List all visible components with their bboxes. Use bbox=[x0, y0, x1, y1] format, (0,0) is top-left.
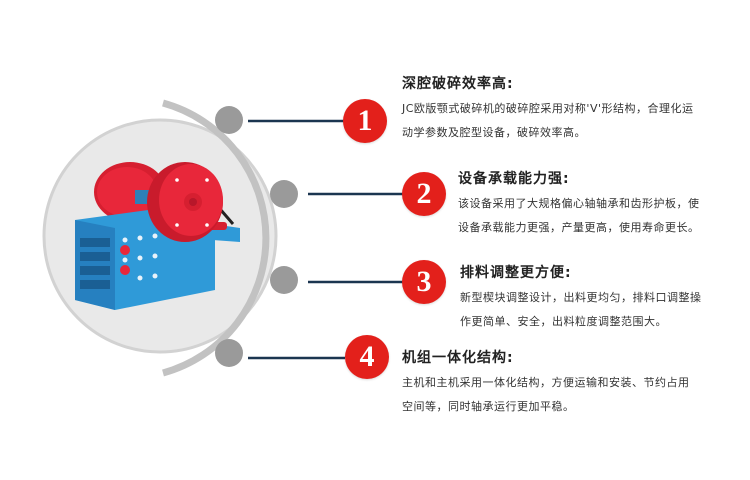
feature-description: 主机和主机采用一体化结构，方便运输和安装、节约占用 空间等，同时轴承运行更加平稳… bbox=[402, 371, 690, 419]
feature-description: JC欧版颚式破碎机的破碎腔采用对称'V'形结构，合理化运 动学参数及腔型设备，破… bbox=[402, 97, 694, 145]
feature-block-3: 排料调整更方便: 新型楔块调整设计，出料更均匀，排料口调整操 作更简单、安全，出… bbox=[460, 264, 702, 334]
feature-description-line: 空间等，同时轴承运行更加平稳。 bbox=[402, 400, 575, 413]
feature-description: 该设备采用了大规格偏心轴轴承和齿形护板，使 设备承载能力更强，产量更高，使用寿命… bbox=[458, 192, 700, 240]
jaw-crusher-machine-image bbox=[75, 162, 240, 310]
timeline-arc bbox=[162, 99, 270, 377]
feature-number-badge-2: 2 bbox=[402, 172, 446, 216]
feature-description-line: 作更简单、安全，出料粒度调整范围大。 bbox=[460, 315, 667, 328]
timeline-node-2 bbox=[270, 180, 298, 208]
feature-title: 机组一体化结构: bbox=[402, 350, 514, 366]
feature-title: 设备承载能力强: bbox=[458, 171, 570, 187]
timeline-node-3 bbox=[270, 266, 298, 294]
feature-description-line: 该设备采用了大规格偏心轴轴承和齿形护板，使 bbox=[458, 197, 700, 210]
feature-block-1: 深腔破碎效率高: JC欧版颚式破碎机的破碎腔采用对称'V'形结构，合理化运 动学… bbox=[402, 75, 694, 145]
feature-description-line: 主机和主机采用一体化结构，方便运输和安装、节约占用 bbox=[402, 376, 690, 389]
feature-number-badge-3: 3 bbox=[402, 260, 446, 304]
feature-number-badge-4: 4 bbox=[345, 335, 389, 379]
feature-block-4: 机组一体化结构: 主机和主机采用一体化结构，方便运输和安装、节约占用 空间等，同… bbox=[402, 349, 690, 419]
feature-description: 新型楔块调整设计，出料更均匀，排料口调整操 作更简单、安全，出料粒度调整范围大。 bbox=[460, 286, 702, 334]
feature-title: 深腔破碎效率高: bbox=[402, 76, 514, 92]
feature-description-line: 设备承载能力更强，产量更高，使用寿命更长。 bbox=[458, 221, 700, 234]
feature-number-badge-1: 1 bbox=[343, 99, 387, 143]
timeline-node-1 bbox=[215, 106, 243, 134]
feature-block-2: 设备承载能力强: 该设备采用了大规格偏心轴轴承和齿形护板，使 设备承载能力更强，… bbox=[458, 170, 700, 240]
feature-description-line: JC欧版颚式破碎机的破碎腔采用对称'V'形结构，合理化运 bbox=[402, 102, 694, 115]
feature-title: 排料调整更方便: bbox=[460, 265, 572, 281]
feature-description-line: 新型楔块调整设计，出料更均匀，排料口调整操 bbox=[460, 291, 702, 304]
feature-description-line: 动学参数及腔型设备，破碎效率高。 bbox=[402, 126, 586, 139]
timeline-node-4 bbox=[215, 339, 243, 367]
